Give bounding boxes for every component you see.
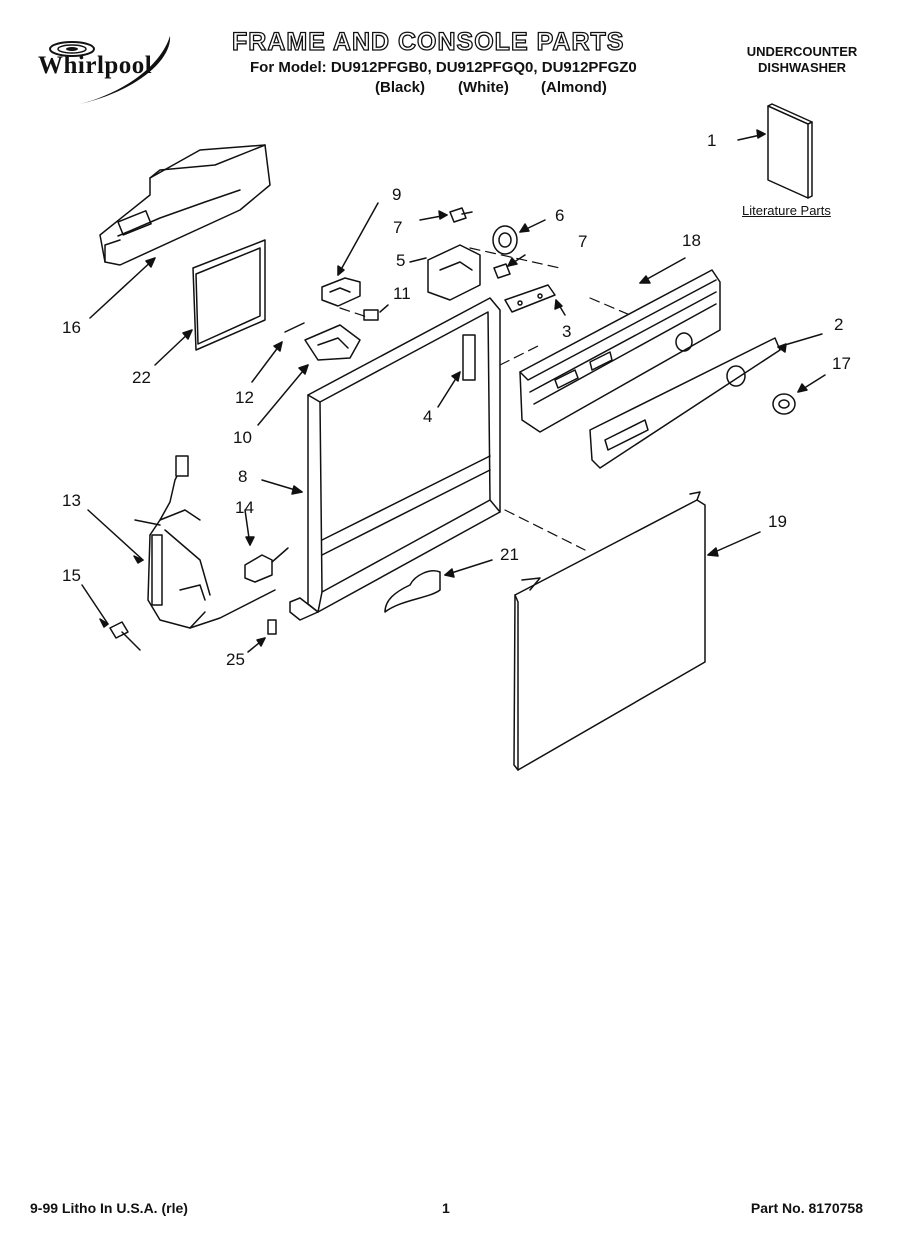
callout-4: 4 xyxy=(423,407,433,426)
part-outer-door-panel xyxy=(513,491,761,771)
callout-11: 11 xyxy=(393,284,411,303)
part-dial xyxy=(492,219,546,255)
callout-16: 16 xyxy=(62,318,81,337)
part-screw-upper xyxy=(419,207,473,223)
assembly-guide-lines xyxy=(339,247,631,551)
callout-15: 15 xyxy=(62,566,81,585)
footer-page-number: 1 xyxy=(442,1200,450,1216)
callout-19: 19 xyxy=(768,512,787,531)
callout-22: 22 xyxy=(132,368,151,387)
part-insulation-pad xyxy=(154,239,266,366)
callout-25: 25 xyxy=(226,650,245,669)
part-wire-harness xyxy=(87,455,276,629)
color-almond: (Almond) xyxy=(541,79,607,96)
part-literature-booklet xyxy=(737,103,813,199)
part-switch-bracket xyxy=(321,202,379,307)
callout-17: 17 xyxy=(832,354,851,373)
part-knob xyxy=(772,374,826,415)
part-switch-holder xyxy=(257,324,361,426)
logo-swoosh-graphic xyxy=(49,36,171,104)
color-black: (Black) xyxy=(375,79,426,96)
callout-12: 12 xyxy=(235,388,254,407)
part-door-frame xyxy=(261,297,501,621)
literature-parts-label: Literature Parts xyxy=(742,203,831,218)
brand-wordmark: Whirlpool xyxy=(38,52,153,79)
callout-14: 14 xyxy=(235,498,254,517)
callout-9: 9 xyxy=(392,185,402,204)
callout-21: 21 xyxy=(500,545,519,564)
part-hinge-plate xyxy=(504,284,566,316)
callout-13: 13 xyxy=(62,491,81,510)
callout-8: 8 xyxy=(238,467,248,486)
color-white: (White) xyxy=(458,79,509,96)
part-latch-strike xyxy=(437,334,476,408)
part-screw-lower xyxy=(493,254,526,279)
model-numbers: For Model: DU912PFGB0, DU912PFGQ0, DU912… xyxy=(250,59,637,76)
callout-6: 6 xyxy=(555,206,565,225)
part-console-panel xyxy=(519,257,721,433)
page-title: FRAME AND CONSOLE PARTS xyxy=(231,27,625,56)
part-door-handle xyxy=(384,559,493,613)
callout-10: 10 xyxy=(233,428,252,447)
part-screw-harness xyxy=(81,584,141,651)
callout-1: 1 xyxy=(707,131,717,150)
product-type-line2: DISHWASHER xyxy=(757,60,847,75)
footer-part-number: Part No. 8170758 xyxy=(750,1200,863,1216)
footer-litho: 9-99 Litho In U.S.A. (rle) xyxy=(30,1200,188,1216)
product-type-line1: UNDERCOUNTER xyxy=(746,44,858,59)
part-sensor xyxy=(244,509,289,583)
callout-18: 18 xyxy=(682,231,701,250)
callout-2: 2 xyxy=(834,315,844,334)
part-pin xyxy=(251,322,305,383)
part-console-vent xyxy=(89,144,271,319)
callout-7-lower: 7 xyxy=(578,232,588,251)
part-latch-assembly xyxy=(409,244,481,301)
part-door-clip xyxy=(247,619,277,653)
brand-logo: Whirlpool xyxy=(20,28,185,108)
callout-7-upper: 7 xyxy=(393,218,403,237)
callout-3: 3 xyxy=(562,322,572,341)
part-small-clip xyxy=(363,304,389,321)
part-trim-panel xyxy=(589,333,823,469)
callout-5: 5 xyxy=(396,251,406,270)
